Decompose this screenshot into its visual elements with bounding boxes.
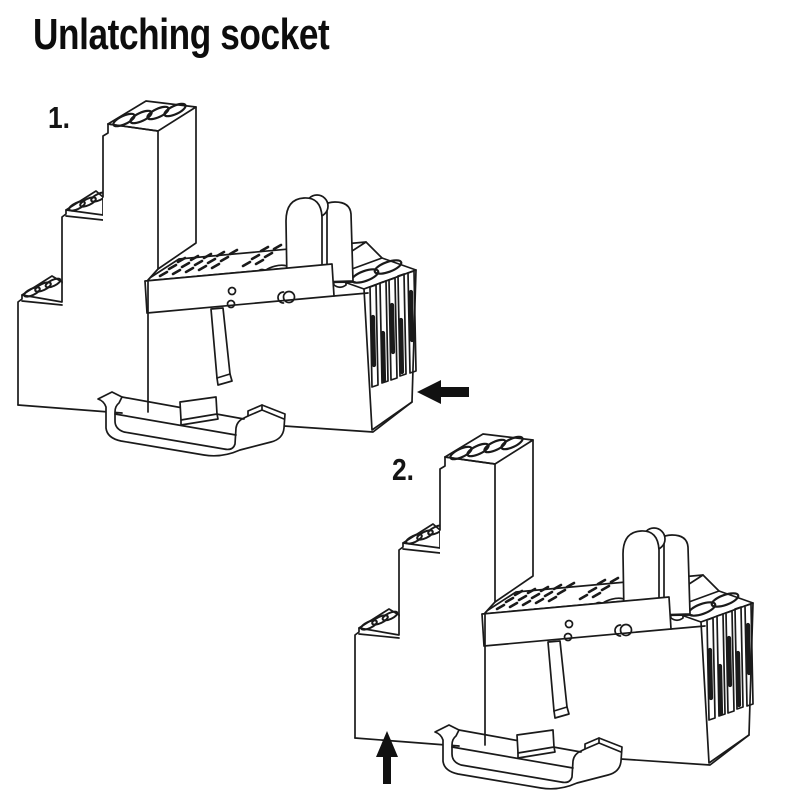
arrow-left-icon — [417, 380, 469, 404]
socket-drawing-step-1 — [18, 101, 469, 456]
page-title: Unlatching socket — [33, 10, 330, 59]
arrow-up-icon — [376, 731, 398, 784]
step-1-label: 1. — [48, 100, 70, 135]
socket-drawing-step-2 — [355, 434, 753, 789]
step-2-label: 2. — [392, 452, 414, 487]
